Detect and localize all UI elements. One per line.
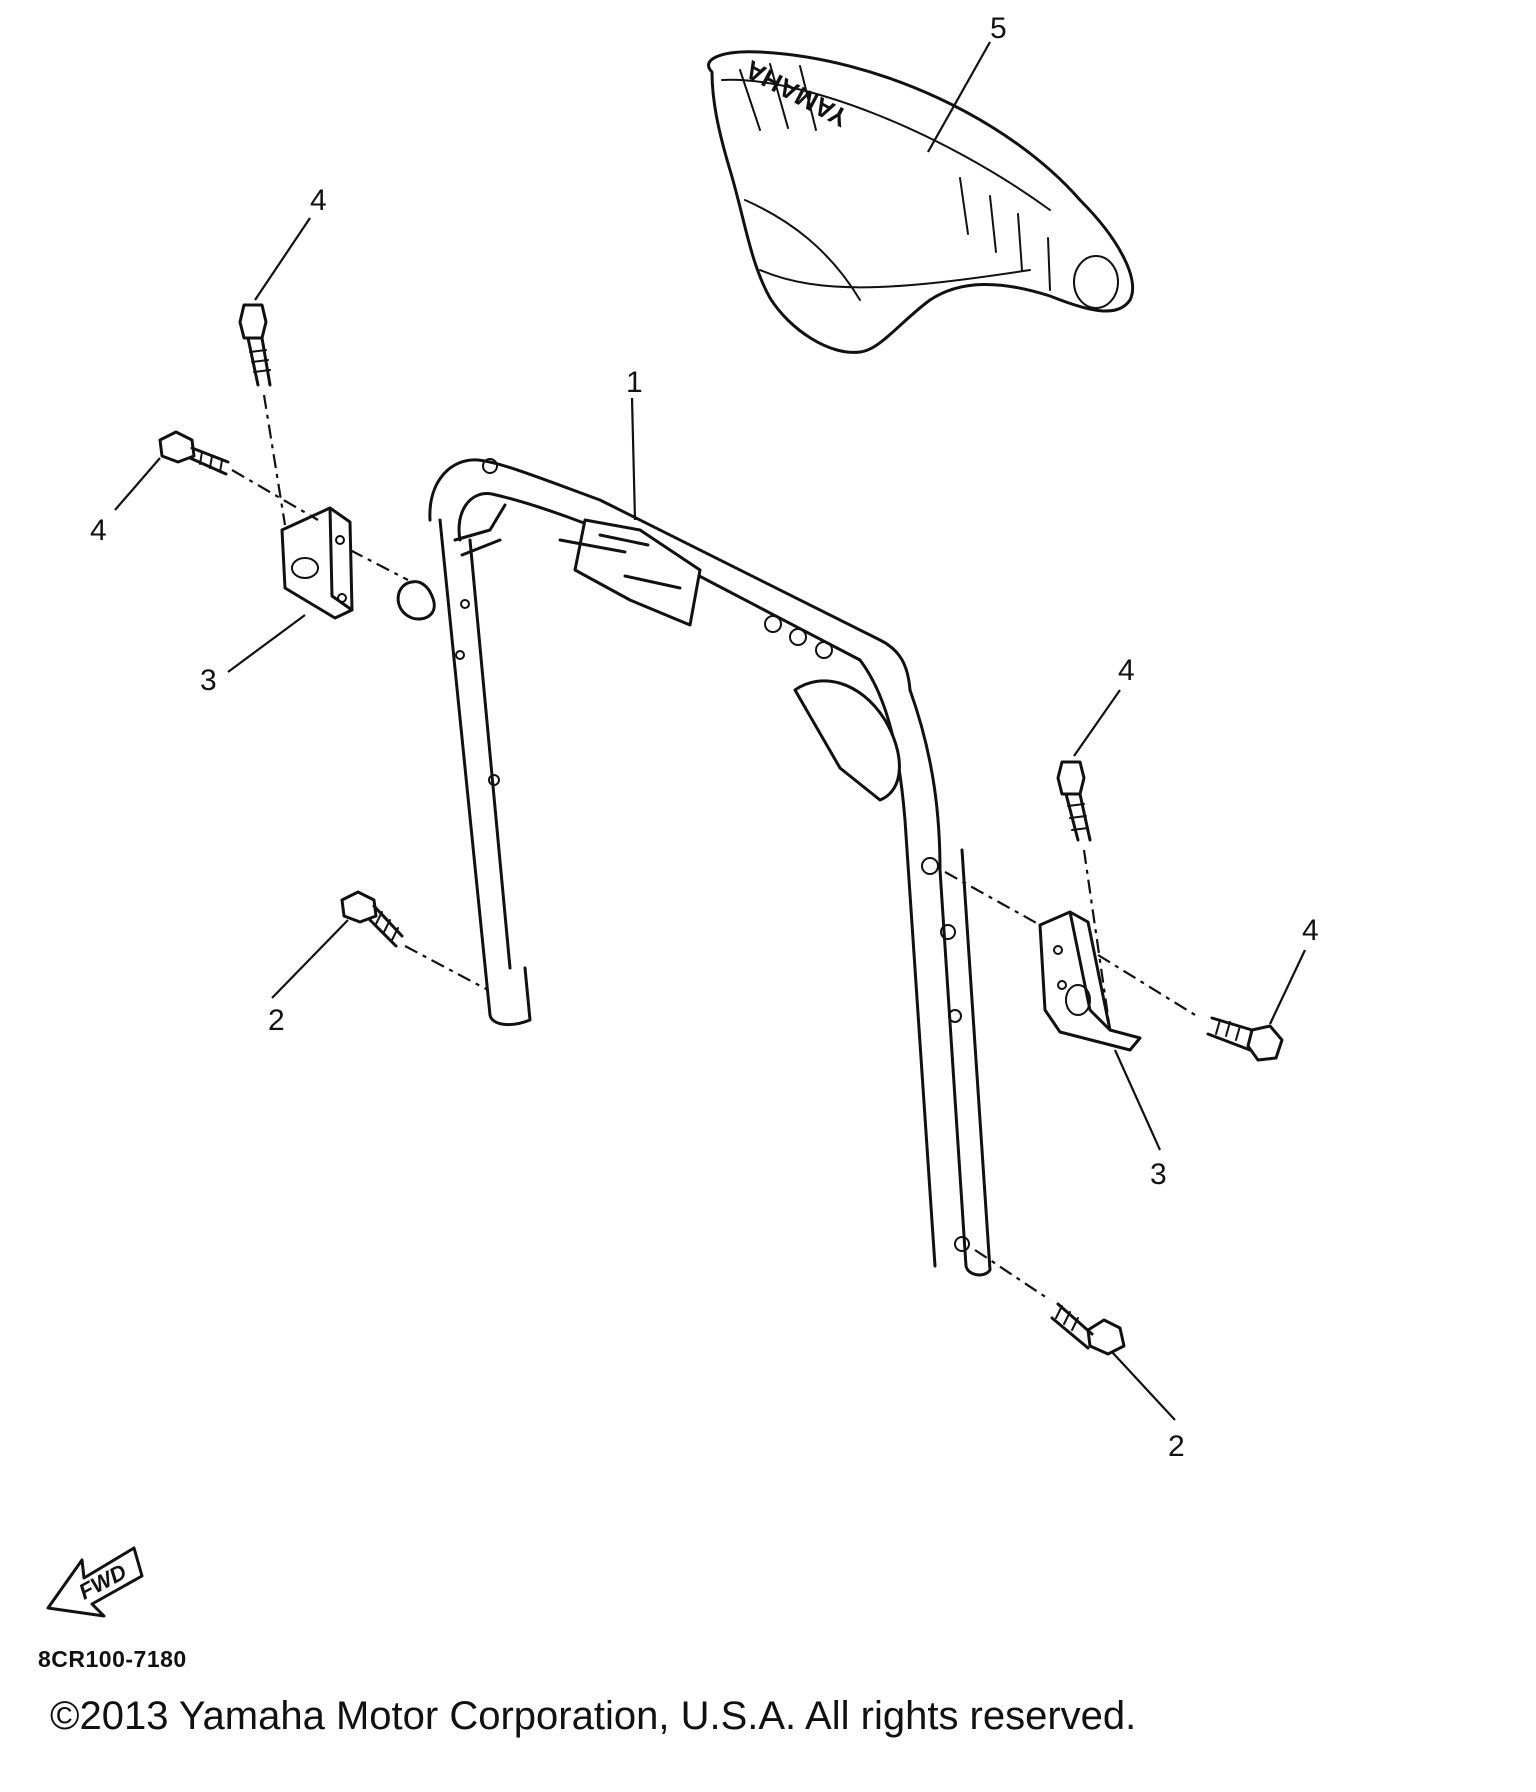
callout-3-left: 3 bbox=[200, 664, 217, 697]
bolt-part-4-right bbox=[1206, 1016, 1284, 1062]
callout-2-right: 2 bbox=[1168, 1430, 1185, 1463]
bracket-left-part-3 bbox=[280, 506, 354, 620]
callout-5: 5 bbox=[990, 12, 1007, 45]
bolt-part-4-top-right bbox=[1056, 760, 1092, 842]
callout-3-right: 3 bbox=[1150, 1158, 1167, 1191]
bracket-right-part-3 bbox=[1038, 910, 1142, 1052]
copyright-notice: ©2013 Yamaha Motor Corporation, U.S.A. A… bbox=[50, 1694, 1137, 1738]
handle-pole-part-1 bbox=[396, 458, 992, 1277]
seat-cushion-part-5: YAMAHA bbox=[707, 50, 1135, 354]
callout-4-left: 4 bbox=[90, 514, 107, 547]
diagram-code: 8CR100-7180 bbox=[38, 1646, 187, 1672]
bolt-part-2-left bbox=[340, 890, 404, 948]
callout-2-left: 2 bbox=[268, 1004, 285, 1037]
callout-1: 1 bbox=[626, 366, 643, 399]
callout-4-top-left: 4 bbox=[310, 184, 327, 217]
callout-4-top-right: 4 bbox=[1118, 654, 1135, 687]
bolt-part-2-right bbox=[1050, 1302, 1126, 1356]
bolt-part-4-left bbox=[158, 430, 230, 476]
bolt-part-4-top-left bbox=[238, 303, 272, 387]
fwd-arrow-icon: FWD bbox=[46, 1546, 144, 1618]
callout-4-right: 4 bbox=[1302, 914, 1319, 947]
